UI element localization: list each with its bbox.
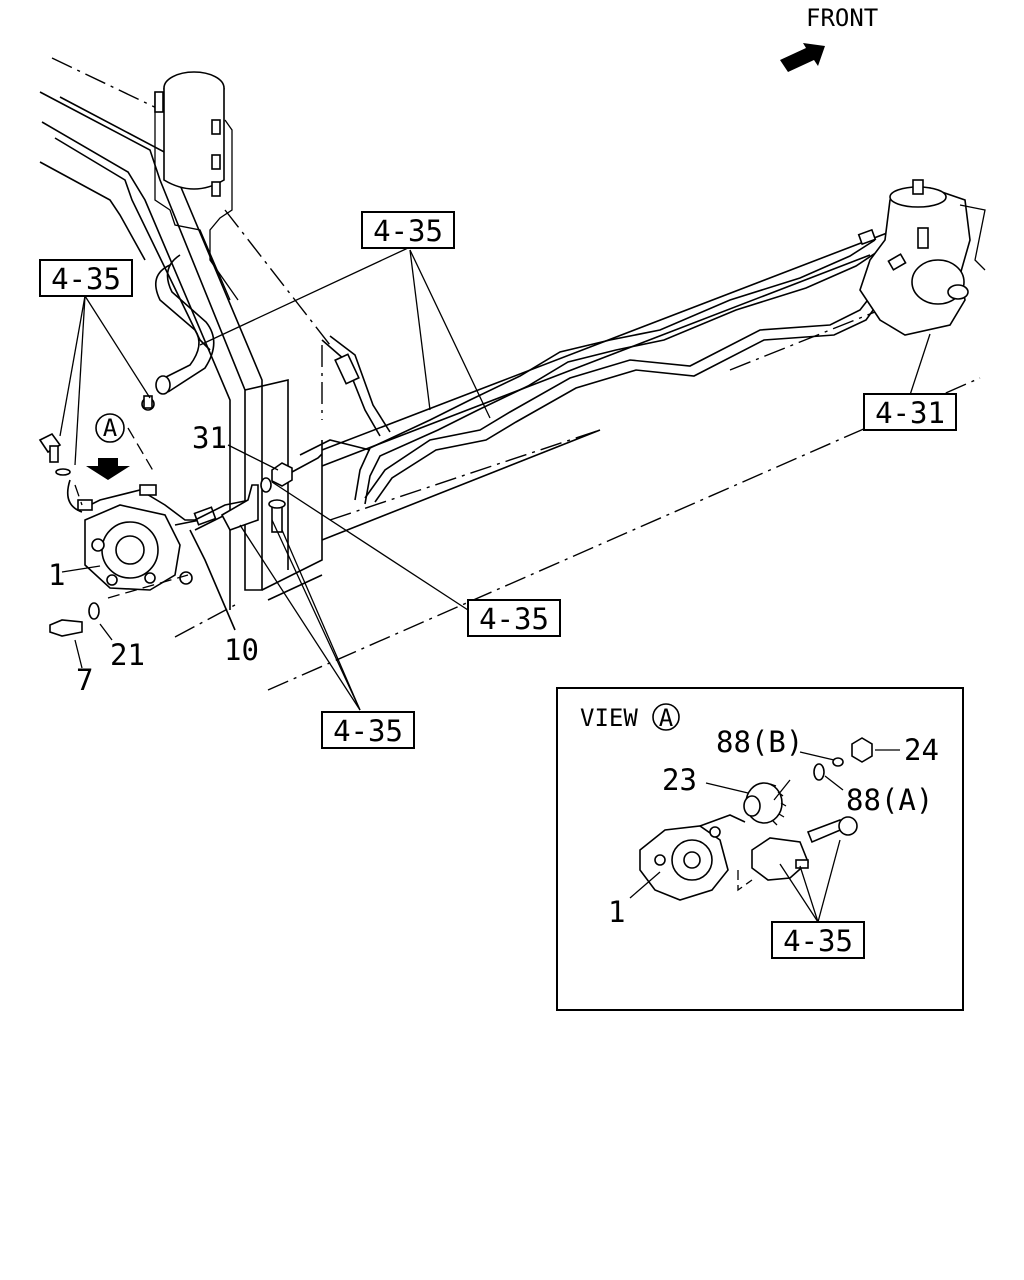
callout-top-center: 4-35 — [361, 211, 455, 249]
svg-text:4-31: 4-31 — [875, 396, 945, 430]
part-number-21: 21 — [110, 638, 145, 672]
leader-lines — [59, 247, 931, 711]
front-arrow-icon — [780, 43, 825, 72]
part-number-31: 31 — [192, 421, 227, 455]
hose-clamp — [38, 395, 155, 476]
power-steering-pump — [66, 479, 217, 591]
front-label: FRONT — [806, 4, 878, 32]
bracket — [220, 453, 323, 533]
callout-view-a: 4-35 — [771, 921, 865, 959]
view-a-marker: A — [95, 413, 125, 443]
part-number-7: 7 — [76, 663, 93, 697]
svg-text:4-35: 4-35 — [51, 262, 121, 296]
inset-label-23: 23 — [662, 763, 697, 797]
svg-text:4-35: 4-35 — [373, 214, 443, 248]
view-a-title: VIEW — [580, 704, 638, 732]
svg-text:4-35: 4-35 — [783, 924, 853, 958]
inset-bracket — [751, 837, 809, 881]
steering-gearbox — [857, 179, 986, 336]
part-number-10: 10 — [224, 633, 259, 667]
inset-label-88a: 88(A) — [846, 783, 933, 817]
view-a-marker-inset: A — [659, 704, 674, 732]
view-a-inset: VIEW A — [556, 687, 964, 1011]
svg-text:4-35: 4-35 — [333, 714, 403, 748]
callout-bottom: 4-35 — [321, 711, 415, 749]
inset-label-24: 24 — [904, 733, 939, 767]
pressure-pipes — [299, 239, 903, 505]
gear-23 — [743, 782, 787, 826]
inset-label-88b: 88(B) — [716, 725, 803, 759]
callout-top-left: 4-35 — [39, 259, 133, 297]
key-88b — [832, 757, 844, 767]
washer-88a — [813, 763, 825, 781]
leader-31 — [227, 444, 279, 471]
nut-24 — [851, 737, 873, 763]
frame-centerlines — [51, 57, 981, 691]
svg-text:4-35: 4-35 — [479, 602, 549, 636]
view-a-boundary — [74, 427, 189, 599]
bolt-and-washer — [49, 602, 113, 669]
part-number-1: 1 — [48, 558, 65, 592]
view-direction-arrow-icon — [86, 458, 130, 480]
callout-right: 4-31 — [863, 393, 957, 431]
svg-text:A: A — [103, 414, 118, 442]
oil-reservoir — [154, 71, 239, 301]
suction-hose — [154, 254, 215, 395]
callout-mid: 4-35 — [467, 599, 561, 637]
inset-label-1: 1 — [608, 895, 625, 929]
